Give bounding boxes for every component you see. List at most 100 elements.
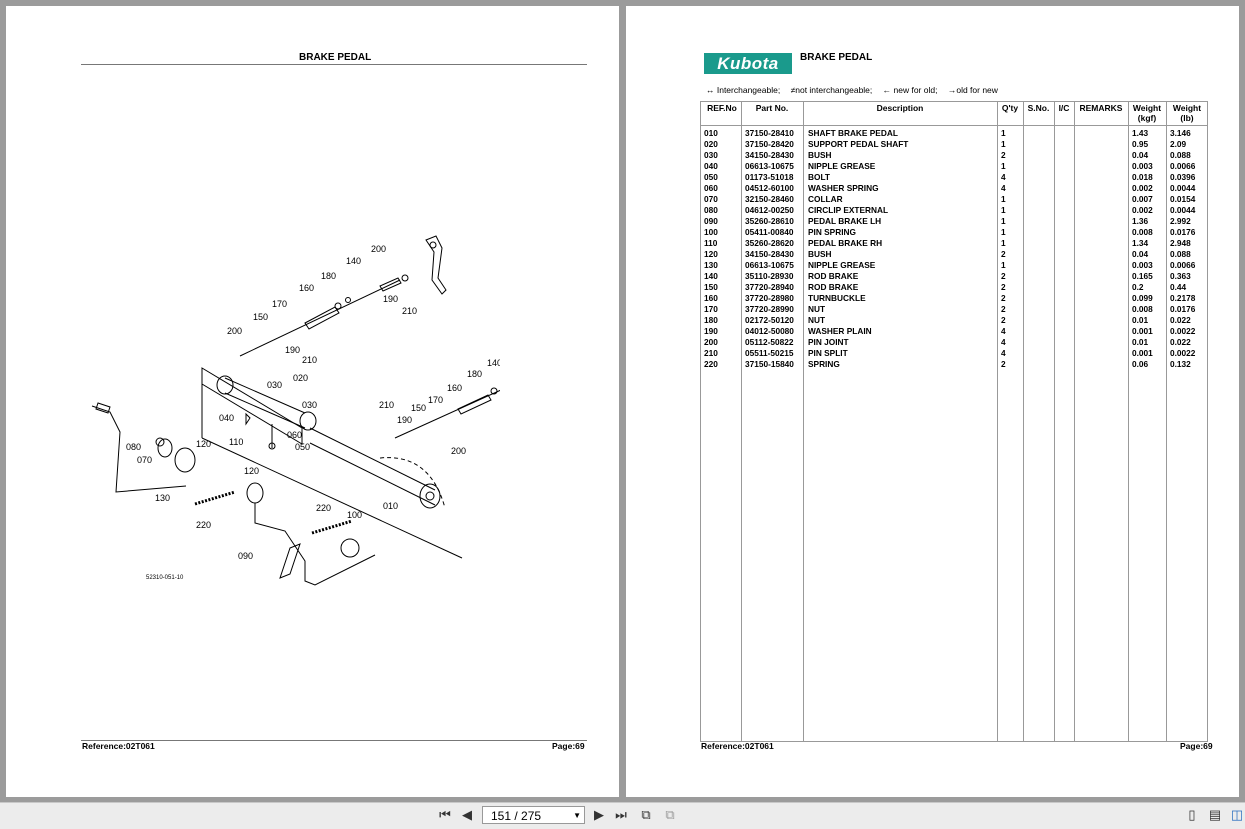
parts-table: REF.No Part No. Description Q'ty S.No. I… — [700, 101, 1208, 742]
table-cell: BUSH — [808, 150, 832, 160]
table-cell: 220 — [704, 359, 718, 369]
table-cell: NIPPLE GREASE — [808, 260, 876, 270]
table-cell: 0.0396 — [1170, 172, 1196, 182]
footer-reference: Reference:02T061 — [701, 741, 774, 751]
table-cell: TURNBUCKLE — [808, 293, 866, 303]
svg-text:050: 050 — [295, 442, 310, 452]
table-cell: 2 — [1001, 249, 1006, 259]
table-cell: 1 — [1001, 216, 1006, 226]
svg-text:010: 010 — [383, 501, 398, 511]
table-cell: 06613-10675 — [745, 260, 794, 270]
table-cell: 0.0022 — [1170, 326, 1196, 336]
table-cell: 0.165 — [1132, 271, 1153, 281]
single-page-view-icon[interactable]: ▯ — [1188, 807, 1196, 822]
table-cell: 140 — [704, 271, 718, 281]
facing-view-icon[interactable]: ◫ — [1230, 807, 1244, 822]
table-cell: 0.01 — [1132, 337, 1149, 347]
table-cell: 0.099 — [1132, 293, 1153, 303]
table-cell: 0.022 — [1170, 337, 1191, 347]
svg-text:160: 160 — [299, 283, 314, 293]
table-cell: NUT — [808, 315, 826, 325]
footer-page: Page:69 — [552, 741, 585, 751]
table-cell: 04612-00250 — [745, 205, 794, 215]
svg-text:150: 150 — [253, 312, 268, 322]
svg-text:200: 200 — [451, 446, 466, 456]
table-cell: 0.06 — [1132, 359, 1149, 369]
continuous-view-icon[interactable]: ▤ — [1208, 807, 1222, 822]
table-cell: 0.0176 — [1170, 227, 1196, 237]
col-header-part-no: Part No. — [755, 103, 789, 113]
table-cell: 150 — [704, 282, 718, 292]
table-cell: SUPPORT PEDAL SHAFT — [808, 139, 909, 149]
table-cell: 4 — [1001, 183, 1006, 193]
fit-page-icon[interactable]: ⧉ — [665, 807, 675, 822]
table-cell: 210 — [704, 348, 718, 358]
next-page-icon[interactable]: ▶ — [594, 807, 604, 822]
table-cell: 0.002 — [1132, 183, 1153, 193]
table-cell: 01173-51018 — [745, 172, 794, 182]
interchangeability-legend: ↔ Interchangeable; ≠not interchangeable;… — [706, 85, 1006, 95]
table-cell: 37720-28980 — [745, 293, 794, 303]
table-cell: 080 — [704, 205, 718, 215]
table-cell: 070 — [704, 194, 718, 204]
table-cell: 0.132 — [1170, 359, 1191, 369]
svg-text:190: 190 — [397, 415, 412, 425]
title-rule — [81, 64, 587, 65]
last-page-icon[interactable]: ⏭ — [615, 807, 627, 822]
table-cell: SPRING — [808, 359, 840, 369]
table-cell: PIN SPLIT — [808, 348, 848, 358]
kubota-logo: Kubota — [704, 53, 792, 74]
table-cell: 3.146 — [1170, 128, 1191, 138]
table-cell: 2.09 — [1170, 139, 1187, 149]
right-page: Kubota BRAKE PEDAL ↔ Interchangeable; ≠n… — [626, 6, 1239, 797]
legend-interchangeable: ↔ Interchangeable; — [706, 85, 781, 95]
table-cell: 0.95 — [1132, 139, 1149, 149]
table-cell: 0.002 — [1132, 205, 1153, 215]
svg-text:130: 130 — [155, 493, 170, 503]
table-cell: ROD BRAKE — [808, 271, 859, 281]
table-cell: 160 — [704, 293, 718, 303]
table-cell: 180 — [704, 315, 718, 325]
svg-text:170: 170 — [428, 395, 443, 405]
svg-text:120: 120 — [244, 466, 259, 476]
table-cell: 35260-28610 — [745, 216, 794, 226]
table-cell: SHAFT BRAKE PEDAL — [808, 128, 898, 138]
svg-text:200: 200 — [371, 244, 386, 254]
svg-text:030: 030 — [267, 380, 282, 390]
table-cell: 0.008 — [1132, 304, 1153, 314]
table-cell: ROD BRAKE — [808, 282, 859, 292]
footer-page: Page:69 — [1180, 741, 1213, 751]
page-title: BRAKE PEDAL — [299, 52, 372, 63]
table-cell: 4 — [1001, 326, 1006, 336]
table-cell: 0.0044 — [1170, 205, 1196, 215]
page-selector[interactable]: 151 / 275 ▼ — [482, 806, 585, 824]
col-header-weight-lb: Weight (lb) — [1172, 103, 1202, 123]
table-cell: WASHER SPRING — [808, 183, 879, 193]
table-cell: 05112-50822 — [745, 337, 794, 347]
table-cell: 0.2178 — [1170, 293, 1196, 303]
table-cell: 1 — [1001, 238, 1006, 248]
table-cell: 1 — [1001, 194, 1006, 204]
table-cell: 0.003 — [1132, 161, 1153, 171]
table-cell: 0.001 — [1132, 326, 1153, 336]
table-cell: 130 — [704, 260, 718, 270]
table-cell: 170 — [704, 304, 718, 314]
svg-text:120: 120 — [196, 439, 211, 449]
col-header-sno: S.No. — [1027, 103, 1050, 113]
col-header-ic: I/C — [1058, 103, 1070, 113]
table-cell: 0.008 — [1132, 227, 1153, 237]
svg-text:140: 140 — [487, 358, 500, 368]
svg-text:220: 220 — [196, 520, 211, 530]
table-cell: 0.04 — [1132, 150, 1149, 160]
table-cell: PIN SPRING — [808, 227, 856, 237]
table-cell: BOLT — [808, 172, 830, 182]
svg-text:080: 080 — [126, 442, 141, 452]
table-cell: 0.022 — [1170, 315, 1191, 325]
fit-width-icon[interactable]: ⧉ — [641, 807, 651, 822]
table-cell: NUT — [808, 304, 826, 314]
table-cell: 100 — [704, 227, 718, 237]
first-page-icon[interactable]: ⏮ — [439, 807, 451, 822]
table-cell: 1.34 — [1132, 238, 1149, 248]
previous-page-icon[interactable]: ◀ — [462, 807, 472, 822]
